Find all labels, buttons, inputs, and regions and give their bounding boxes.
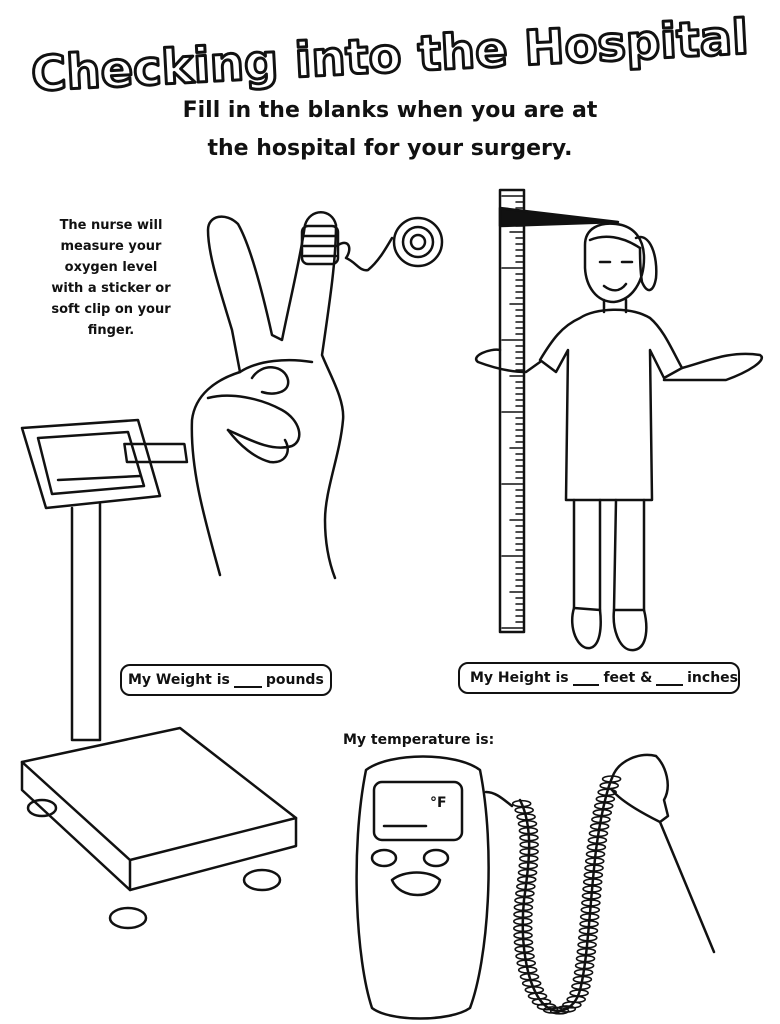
cord-coil [595,795,616,803]
cord-coil [518,861,539,870]
cord-coil [572,975,593,984]
cord-coil [515,952,535,961]
oxygen-note-line: oxygen level [64,260,158,275]
person-icon [474,222,763,652]
cord-coil [513,938,534,947]
cord-coil [549,1007,570,1015]
cord-coil [518,826,539,835]
weight-field: My Weight is pounds [120,664,332,696]
cord-coil [516,813,536,821]
cord-coil [517,819,538,828]
height-ruler-icon [498,188,620,634]
cord-coil [519,847,539,856]
cord-coil [579,913,600,921]
cord-coil [513,903,534,912]
instructions-line-2: the hospital for your surgery. [207,136,573,161]
cord-coil [588,829,609,838]
oxygen-note-line: soft clip on your [51,302,171,317]
cord-coil [585,850,606,858]
cord-coil [516,882,536,891]
cord-coil [591,815,611,824]
cord-coil [577,933,598,942]
cord-coil [577,940,597,949]
cord-coil [556,1005,577,1013]
height-field: My Height is feet & inches [458,662,740,694]
weight-scale-icon [20,418,298,930]
cord-coil [519,833,539,842]
oxygen-note: The nurse will measure your oxygen level… [36,215,186,341]
cord-coil [514,945,534,954]
thermometer-unit: °F [430,795,447,811]
weight-blank[interactable] [233,672,262,688]
weight-unit: pounds [265,672,324,688]
cord-coil [517,868,538,877]
instructions: Fill in the blanks when you are at the h… [150,92,630,168]
weight-label: My Weight is [128,672,230,688]
inches-blank[interactable] [656,670,684,686]
feet-unit: feet & [603,670,653,686]
cord-coil [576,947,597,956]
thermometer-icon [355,753,716,1020]
cord-coil [584,864,604,872]
cord-coil [579,920,599,928]
cord-coil [601,775,622,783]
height-label: My Height is [470,670,569,686]
cord-coil [516,959,537,967]
cord-coil [589,822,610,831]
feet-blank[interactable] [572,670,600,686]
cord-coil [513,910,533,919]
cord-coil [515,889,535,898]
inches-unit: inches [687,670,738,686]
peace-hand-with-pulse-oximeter-icon [190,211,444,580]
cord-coil [514,896,534,905]
cord-coil [571,982,591,991]
oxygen-note-line: finger. [87,323,135,338]
title-banner: Checking into the Hospital [28,8,751,104]
cord-coil [592,808,613,817]
temperature-label: My temperature is: [343,732,495,748]
oxygen-note-line: measure your [60,239,162,254]
cord-coil [582,885,602,893]
cord-coil [587,836,608,845]
cord-coil [513,931,533,940]
cord-coil [581,899,601,907]
cord-coil [578,926,599,935]
cord-coil [575,954,596,963]
oxygen-note-line: with a sticker or [51,281,171,296]
cord-coil [513,924,533,933]
cord-coil [586,843,607,851]
cord-coil [518,854,539,863]
cord-coil [584,857,605,865]
instructions-line-1: Fill in the blanks when you are at [182,98,598,123]
cord-coil [593,802,614,810]
cord-coil [581,892,602,900]
cord-coil [583,871,604,879]
cord-coil [574,961,595,970]
cord-coil [580,906,601,914]
cord-coil [513,917,533,926]
cord-coil [582,878,603,886]
oxygen-note-line: The nurse will [59,218,163,233]
cord-coil [573,968,594,977]
cord-coil [519,840,539,849]
cord-coil [516,875,537,884]
